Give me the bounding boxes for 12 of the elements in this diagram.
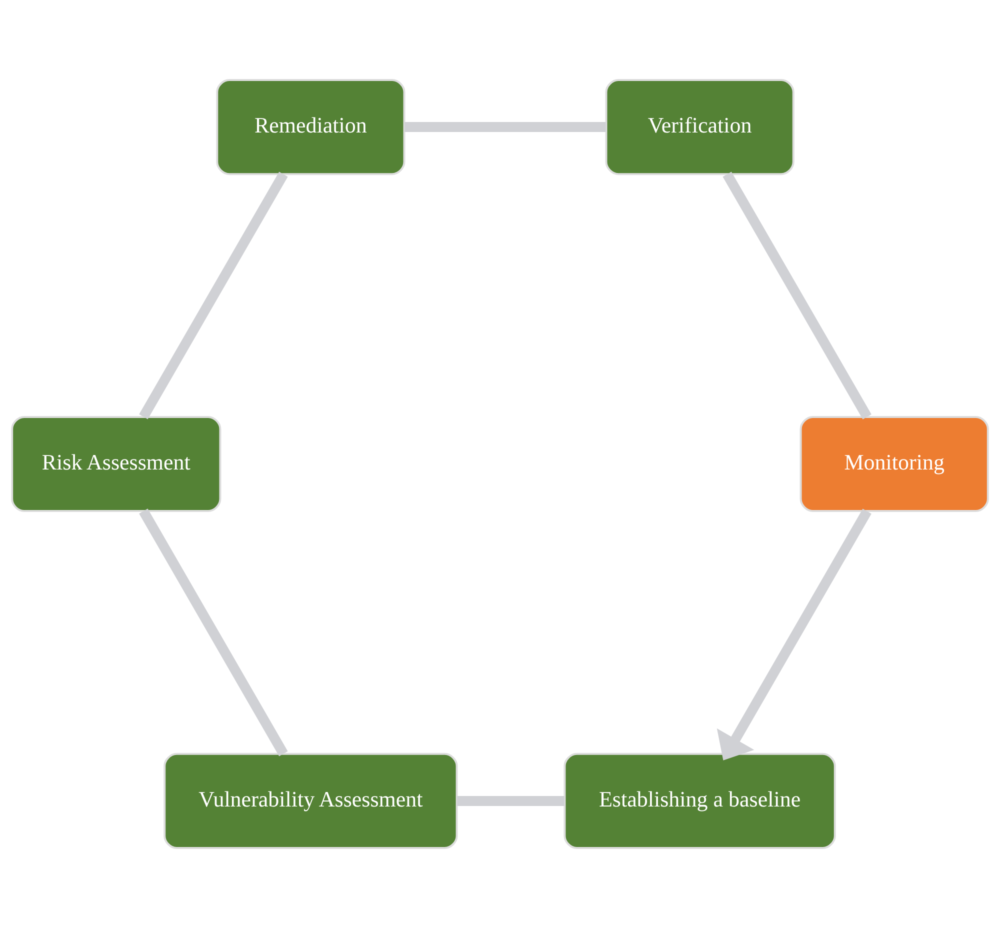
connector: [139, 508, 288, 756]
arrow: [716, 508, 872, 760]
node-box: Establishing a baseline: [564, 752, 836, 849]
node-box: Verification: [605, 79, 794, 176]
node-box: Risk Assessment: [11, 416, 222, 512]
connector: [139, 172, 288, 420]
node-box: Remediation: [216, 79, 406, 176]
node-box: Monitoring: [800, 416, 989, 512]
connector: [722, 172, 872, 420]
connector: [456, 796, 565, 806]
connector: [404, 122, 606, 132]
node-box: Vulnerability Assessment: [164, 752, 458, 849]
